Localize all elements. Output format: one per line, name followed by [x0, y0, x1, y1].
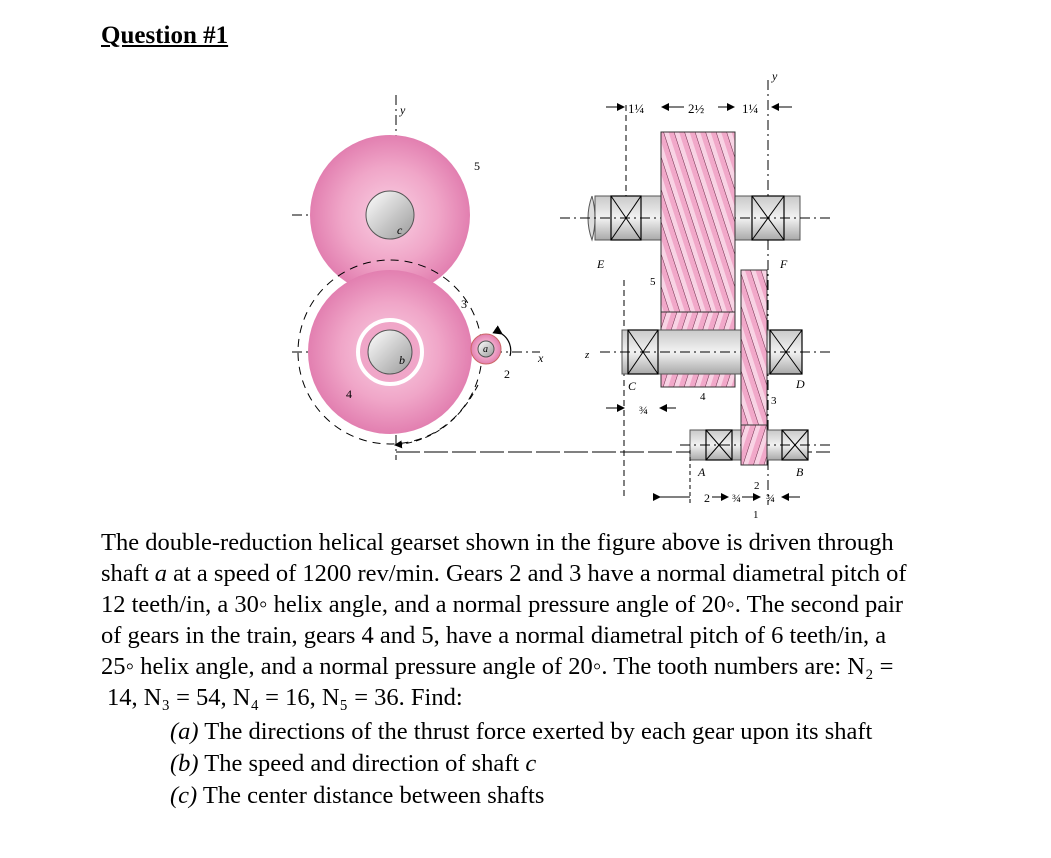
c-dimension: ¾ [606, 403, 676, 417]
question-tag: (c) [170, 782, 198, 809]
label-F: F [779, 257, 788, 271]
gear-3-side [740, 269, 768, 441]
question-tag: (a) [170, 718, 199, 745]
label-x: x [537, 351, 544, 365]
end-view: y c b a 5 3 4 2 x [292, 95, 830, 460]
question-c: (c) The center distance between shafts [170, 780, 872, 812]
question-text: The speed and direction of shaft [198, 750, 526, 777]
problem-line-2: shaft a at a speed of 1200 rev/min. Gear… [101, 558, 1021, 589]
label-D: D [795, 377, 805, 391]
dim-bot-2: ¾ [732, 491, 741, 505]
problem-line-1: The double-reduction helical gearset sho… [101, 529, 894, 556]
dim-bot-1: 2 [704, 491, 710, 505]
gear-5-side [660, 131, 736, 313]
label-gear-3: 3 [461, 297, 467, 311]
label-a: a [483, 344, 488, 355]
text-span: at a speed of 1200 rev/min. Gears 2 and … [167, 560, 907, 587]
question-text: The center distance between shafts [197, 782, 545, 809]
dim-bot-one: 1 [753, 509, 759, 520]
label-B: B [796, 465, 804, 479]
side-view: y [560, 69, 830, 520]
dim-top-2: 2½ [688, 101, 705, 116]
question-a: (a) The directions of the thrust force e… [170, 716, 872, 748]
shaft-c-italic: c [525, 750, 537, 777]
question-text: The directions of the thrust force exert… [198, 718, 873, 745]
question-tag: (b) [170, 750, 199, 777]
gearset-figure: y c b a 5 3 4 2 x y [292, 69, 830, 520]
label-gear-3-side: 3 [771, 395, 777, 407]
label-gear-2-side: 2 [754, 480, 760, 492]
dim-top-1: 1¼ [628, 101, 645, 116]
label-gear-5: 5 [474, 159, 480, 173]
bearing-E [610, 195, 642, 241]
label-gear-4-side: 4 [700, 391, 706, 403]
problem-line-5: 25◦ helix angle, and a normal pressure a… [101, 653, 894, 680]
text-span: shaft [101, 560, 155, 587]
problem-line-6: 14, N₃ = 54, N₄ = 16, N₅ = 36. Find: [107, 684, 463, 711]
dim-c: ¾ [639, 403, 648, 417]
problem-line-4: of gears in the train, gears 4 and 5, ha… [101, 622, 887, 649]
top-dimensions: 1¼ 2½ 1¼ [606, 101, 792, 116]
shaft-a-italic: a [154, 560, 167, 587]
dim-bot-3: ¾ [766, 491, 775, 505]
label-c: c [397, 223, 403, 237]
bearing-B [781, 429, 809, 461]
bearing-F [751, 195, 785, 241]
label-A: A [697, 465, 706, 479]
bottom-dimensions: 2 ¾ ¾ 1 [653, 450, 800, 520]
bearing-D [769, 329, 803, 375]
dim-top-3: 1¼ [742, 101, 759, 116]
question-list: (a) The directions of the thrust force e… [170, 716, 872, 812]
label-y-right: y [771, 69, 778, 83]
question-b: (b) The speed and direction of shaft c [170, 748, 872, 780]
label-y: y [399, 103, 406, 117]
label-b: b [399, 353, 405, 367]
label-gear-5-side: 5 [650, 276, 656, 288]
label-z: z [584, 349, 590, 361]
label-gear-4: 4 [346, 387, 352, 401]
gear-2-side [740, 424, 768, 466]
label-C: C [628, 379, 637, 393]
question-heading: Question #1 [101, 22, 229, 49]
problem-line-3: 12 teeth/in, a 30◦ helix angle, and a no… [101, 591, 904, 618]
bearing-A [705, 429, 733, 461]
label-gear-2: 2 [504, 367, 510, 381]
label-E: E [596, 257, 605, 271]
problem-statement: The double-reduction helical gearset sho… [101, 527, 1021, 713]
bearing-C [627, 329, 659, 375]
